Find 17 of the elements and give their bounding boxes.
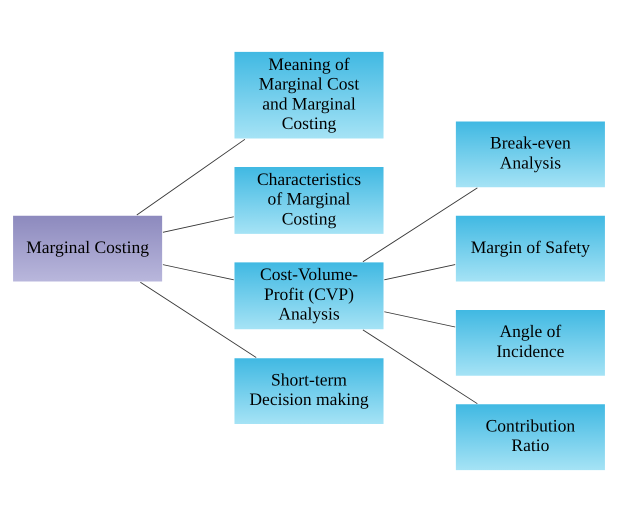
node-box: Break-even Analysis — [454, 120, 606, 188]
node-box: Margin of Safety — [454, 214, 606, 283]
connector — [162, 264, 234, 280]
connector — [136, 138, 246, 216]
node-box: Contribution Ratio — [454, 403, 606, 472]
node-box: Characteristics of Marginal Costing — [233, 166, 385, 235]
connector — [384, 264, 456, 280]
node-box: Meaning of Marginal Cost and Marginal Costing — [233, 50, 385, 140]
connector — [384, 311, 456, 328]
node-box: Cost-Volume-Profit (CVP) Analysis — [233, 261, 385, 330]
node-box: Marginal Costing — [12, 214, 164, 283]
connector — [362, 329, 478, 404]
node-box: Short-term Decision making — [233, 357, 385, 426]
connector — [162, 216, 234, 233]
connector — [362, 187, 478, 262]
node-box: Angle of Incidence — [454, 308, 606, 377]
connector — [140, 282, 257, 358]
